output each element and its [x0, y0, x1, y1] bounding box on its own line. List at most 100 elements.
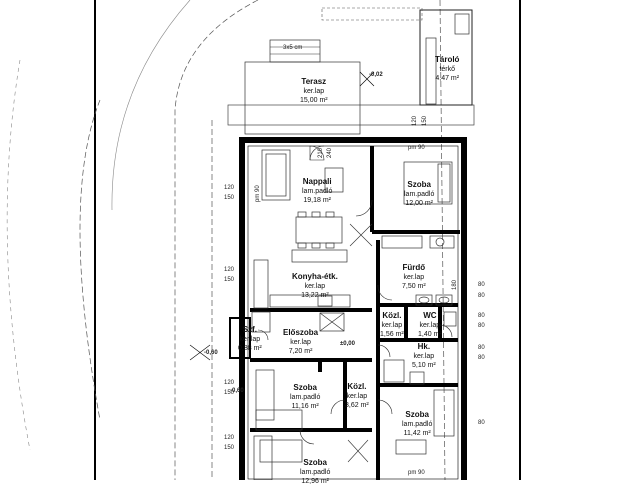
door-swings [257, 145, 453, 445]
room-area: 11,16 m² [291, 403, 319, 410]
room-terasz: Terasz ker.lap 15,00 m² [300, 77, 328, 105]
room-kozl-2: Közl. ker.lap 3,62 m² [345, 382, 369, 410]
dim-120c: 120 [224, 380, 235, 386]
dim-150a: 150 [224, 195, 235, 201]
room-area: 11,42 m² [403, 430, 431, 437]
room-szf: Szf. ker.lap 0,88 m² [238, 325, 262, 353]
room-szoba-ne: Szoba lam.padló 12,00 m² [404, 180, 434, 208]
dim-180: 180 [452, 279, 458, 290]
room-floor: lam.padló [302, 188, 333, 195]
dim-pm90-left: pm 90 [255, 185, 261, 202]
dim-80a: 80 [478, 282, 485, 288]
dim-80c: 80 [478, 313, 485, 319]
dim-stairs: 3x5 cm [283, 45, 303, 51]
room-floor: lam.padló [290, 394, 321, 401]
entrance-wall [229, 317, 251, 359]
dim-80f: 80 [478, 355, 485, 361]
dim-150d: 150 [224, 445, 235, 451]
storage-outline [419, 9, 473, 106]
room-floor: lam.padló [402, 421, 433, 428]
dim-80b: 80 [478, 293, 485, 299]
room-name: Közl. [347, 382, 367, 391]
room-name: Szoba [407, 180, 431, 189]
room-szoba-se: Szoba lam.padló 11,42 m² [402, 410, 432, 438]
room-wc: WC ker.lap 1,40 m² [418, 311, 442, 339]
room-area: 12,96 m² [301, 478, 329, 485]
level-bottom-left: -0,60 [230, 388, 244, 394]
room-name: WC [423, 311, 437, 320]
room-szoba-s: Szoba lam.padló 12,96 m² [300, 458, 330, 486]
dim-80g: 80 [478, 420, 485, 426]
entry-steps [269, 39, 321, 63]
level-entrance: -0,60 [204, 350, 218, 356]
interior-walls [250, 146, 460, 480]
room-floor: ker.lap [303, 88, 325, 95]
room-hk: Hk. ker.lap 5,10 m² [412, 342, 436, 370]
dim-80d: 80 [478, 323, 485, 329]
room-area: 1,56 m² [380, 331, 404, 338]
room-floor: lam.padló [300, 469, 331, 476]
room-eloszoba: Előszoba ker.lap 7,20 m² [283, 328, 318, 356]
dim-pm90-bottom: pm 90 [408, 470, 425, 476]
room-szoba-w: Szoba lam.padló 11,16 m² [290, 383, 320, 411]
room-nappali: Nappali lam.padló 19,18 m² [302, 177, 332, 205]
room-name: Nappali [302, 177, 332, 186]
room-area: 15,00 m² [300, 97, 328, 104]
room-name: Szoba [405, 410, 429, 419]
dim-150-vert: 150 [422, 115, 428, 126]
dim-120b: 120 [224, 267, 235, 273]
furniture [251, 13, 470, 481]
room-area: 12,00 m² [405, 200, 433, 207]
diagonal-marks [347, 223, 373, 463]
room-area: 0,88 m² [238, 345, 262, 352]
dim-240: 240 [327, 147, 333, 158]
room-area: 3,62 m² [345, 402, 369, 409]
room-name: Előszoba [283, 328, 319, 337]
room-name: Szoba [293, 383, 317, 392]
room-name: Konyha-étk. [292, 272, 338, 281]
dim-120d: 120 [224, 435, 235, 441]
dim-210: 210 [318, 147, 324, 158]
roof-edge [227, 104, 475, 126]
room-floor: ker.lap [403, 274, 425, 281]
room-name: Szoba [303, 458, 327, 467]
room-floor: ker.lap [346, 393, 368, 400]
room-name: Hk. [417, 342, 431, 351]
room-area: 7,50 m² [402, 283, 426, 290]
room-name: Szf. [242, 325, 257, 334]
room-kozl-1: Közl. ker.lap 1,56 m² [380, 311, 404, 339]
room-tarolo: Tároló térkő 4,47 m² [435, 55, 459, 83]
room-area: 1,40 m² [418, 331, 442, 338]
room-name: Terasz [301, 77, 327, 86]
dim-150b: 150 [224, 277, 235, 283]
room-name: Fürdő [402, 263, 426, 272]
room-floor: ker.lap [304, 283, 326, 290]
room-floor: ker.lap [290, 339, 311, 346]
room-floor: ker.lap [381, 322, 403, 329]
room-area: 13,22 m² [301, 292, 329, 299]
site-boundary-lines [79, 0, 446, 481]
level-markers [189, 71, 375, 361]
level-terrace: -0,02 [369, 72, 383, 78]
room-name: Tároló [435, 55, 460, 64]
dim-120-vert: 120 [412, 115, 418, 126]
room-area: 5,10 m² [412, 362, 436, 369]
dim-pm90-top: pm 90 [408, 145, 425, 151]
room-furdo: Fürdő ker.lap 7,50 m² [402, 263, 426, 291]
room-floor: lam.padló [404, 191, 435, 198]
dim-150c: 150 [224, 390, 235, 396]
site-arc [6, 0, 191, 451]
room-area: 7,20 m² [288, 348, 313, 355]
room-floor: ker.lap [413, 353, 435, 360]
dim-80e: 80 [478, 345, 485, 351]
room-floor: ker.lap [419, 322, 441, 329]
room-floor: térkő [439, 66, 455, 73]
dim-120a: 120 [224, 185, 235, 191]
room-floor: ker.lap [239, 336, 261, 343]
room-area: 19,18 m² [303, 197, 331, 204]
room-area: 4,47 m² [435, 75, 460, 82]
level-floor: ±0,00 [340, 341, 355, 347]
room-name: Közl. [382, 311, 402, 320]
